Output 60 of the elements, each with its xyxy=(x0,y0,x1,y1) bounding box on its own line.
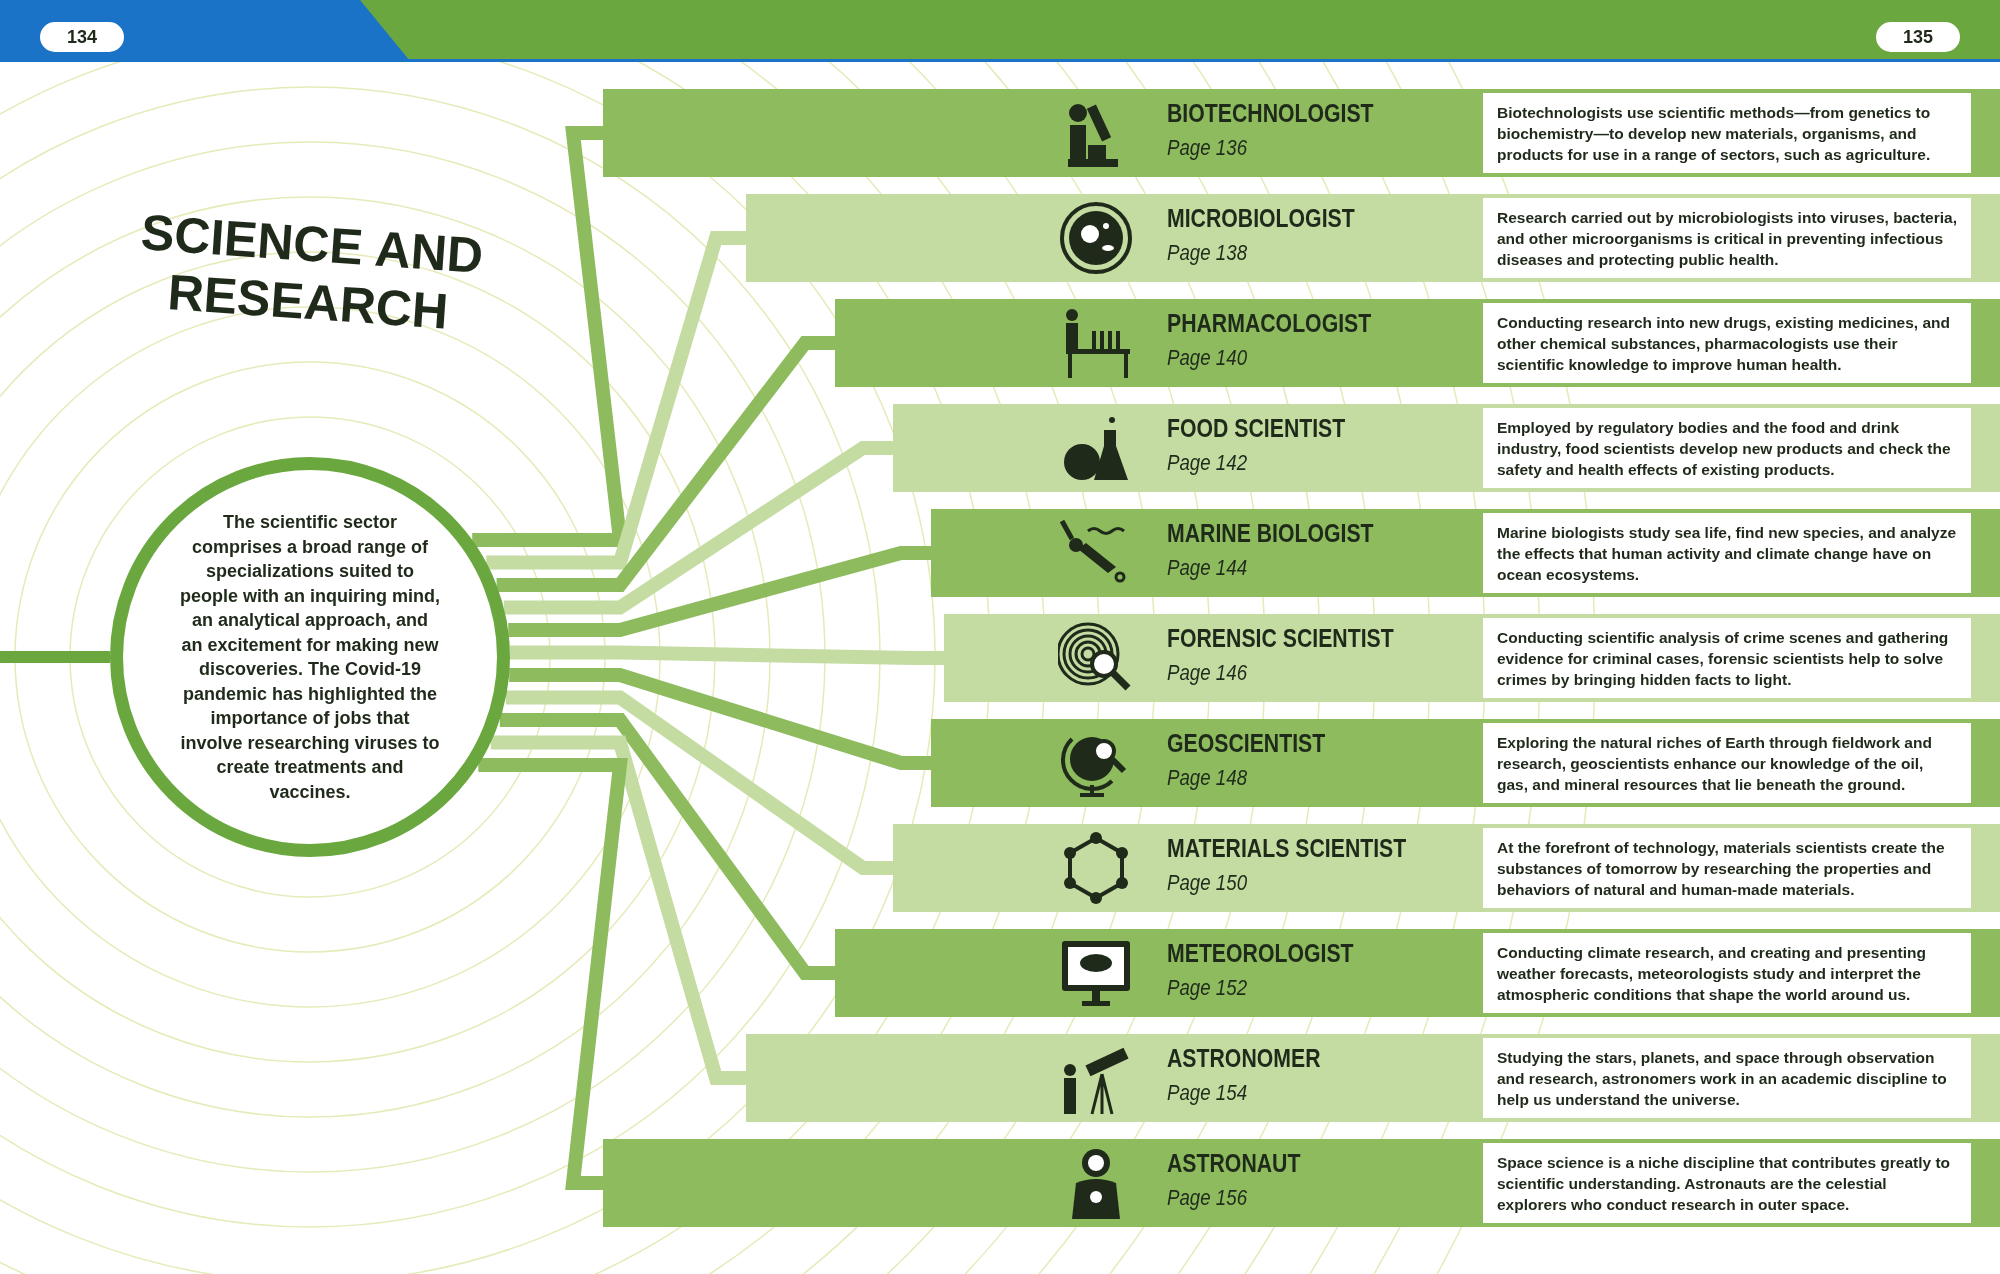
job-title: BIOTECHNOLOGIST xyxy=(1167,99,1374,128)
connector xyxy=(486,231,746,570)
page-reference: Page 144 xyxy=(1167,555,1248,581)
job-title: GEOSCIENTIST xyxy=(1167,729,1326,758)
page-reference: Page 156 xyxy=(1167,1185,1248,1211)
job-title: ASTRONOMER xyxy=(1167,1044,1321,1073)
page-reference: Page 142 xyxy=(1167,450,1248,476)
job-description: Employed by regulatory bodies and the food and drink industry, food scientists develop new products and check the safety and health effects of existing products. xyxy=(1483,408,1971,488)
job-title: MARINE BIOLOGIST xyxy=(1167,519,1374,548)
connector xyxy=(508,546,931,637)
intro-text: The scientific sector comprises a broad range of specializations suited to people with an inquiring mind, an analytical approach, and an excitement for making new discoveries. The Covid-19 pandemic has highlighted the importance of jobs that involve researching viruses to create treatments and vaccines. xyxy=(179,511,441,804)
job-band xyxy=(931,509,2000,597)
connector xyxy=(0,651,110,663)
job-band xyxy=(893,404,2000,492)
job-band xyxy=(746,194,2000,282)
job-description: Research carried out by microbiologists into viruses, bacteria, and other microorganisms is critical in preventing infectious diseases and protecting public health. xyxy=(1483,198,1971,278)
job-description: Space science is a niche discipline that contributes greatly to scientific understanding. Astronauts are the celestial explorers who conduct research in outer space. xyxy=(1483,1143,1971,1223)
connector xyxy=(478,758,628,1190)
page-reference: Page 150 xyxy=(1167,870,1248,896)
connector xyxy=(505,690,893,875)
page-number: 135 xyxy=(1876,22,1960,52)
job-title: MICROBIOLOGIST xyxy=(1167,204,1355,233)
job-description: Conducting research into new drugs, existing medicines, and other chemical substances, pharmacologists use their scientific knowledge to improve human health. xyxy=(1483,303,1971,383)
connector xyxy=(472,126,628,547)
connector xyxy=(490,735,746,1085)
connector xyxy=(499,713,835,980)
connector xyxy=(509,668,931,770)
job-band xyxy=(893,824,2000,912)
job-title: PHARMACOLOGIST xyxy=(1167,309,1372,338)
job-description: Conducting climate research, and creating and presenting weather forecasts, meteorologists study and interpret the atmospheric conditions that shape the world around us. xyxy=(1483,933,1971,1013)
job-title: FOOD SCIENTIST xyxy=(1167,414,1346,443)
page-reference: Page 140 xyxy=(1167,345,1248,371)
job-band xyxy=(603,1139,2000,1227)
job-title: MATERIALS SCIENTIST xyxy=(1167,834,1407,863)
job-description: Marine biologists study sea life, find new species, and analyze the effects that human activity and climate change have on ocean ecosystems. xyxy=(1483,513,1971,593)
page-reference: Page 136 xyxy=(1167,135,1248,161)
job-band xyxy=(835,299,2000,387)
connector xyxy=(503,441,893,615)
job-band xyxy=(603,89,2000,177)
job-band xyxy=(944,614,2000,702)
connector xyxy=(509,645,944,665)
job-description: At the forefront of technology, materials scientists create the substances of tomorrow by researching the properties and behaviors of natural and human-made materials. xyxy=(1483,828,1971,908)
page-reference: Page 148 xyxy=(1167,765,1248,791)
job-band xyxy=(931,719,2000,807)
job-title: FORENSIC SCIENTIST xyxy=(1167,624,1394,653)
job-band xyxy=(746,1034,2000,1122)
page-reference: Page 146 xyxy=(1167,660,1248,686)
job-title: ASTRONAUT xyxy=(1167,1149,1301,1178)
page-reference: Page 152 xyxy=(1167,975,1248,1001)
job-description: Biotechnologists use scientific methods—from genetics to biochemistry—to develop new materials, organisms, and products for use in a range of sectors, such as agriculture. xyxy=(1483,93,1971,173)
page-reference: Page 138 xyxy=(1167,240,1248,266)
job-description: Conducting scientific analysis of crime scenes and gathering evidence for criminal cases, forensic scientists help to solve crimes by bringing hidden facts to light. xyxy=(1483,618,1971,698)
job-description: Exploring the natural riches of Earth through fieldwork and research, geoscientists enhance our knowledge of the oil, gas, and mineral resources that lie beneath the ground. xyxy=(1483,723,1971,803)
page-title: SCIENCE AND RESEARCH xyxy=(138,203,486,342)
job-band xyxy=(835,929,2000,1017)
connector xyxy=(496,336,835,592)
page-reference: Page 154 xyxy=(1167,1080,1248,1106)
page-number: 134 xyxy=(40,22,124,52)
job-title: METEOROLOGIST xyxy=(1167,939,1354,968)
job-description: Studying the stars, planets, and space through observation and research, astronomers work in an academic discipline to help us understand the universe. xyxy=(1483,1038,1971,1118)
